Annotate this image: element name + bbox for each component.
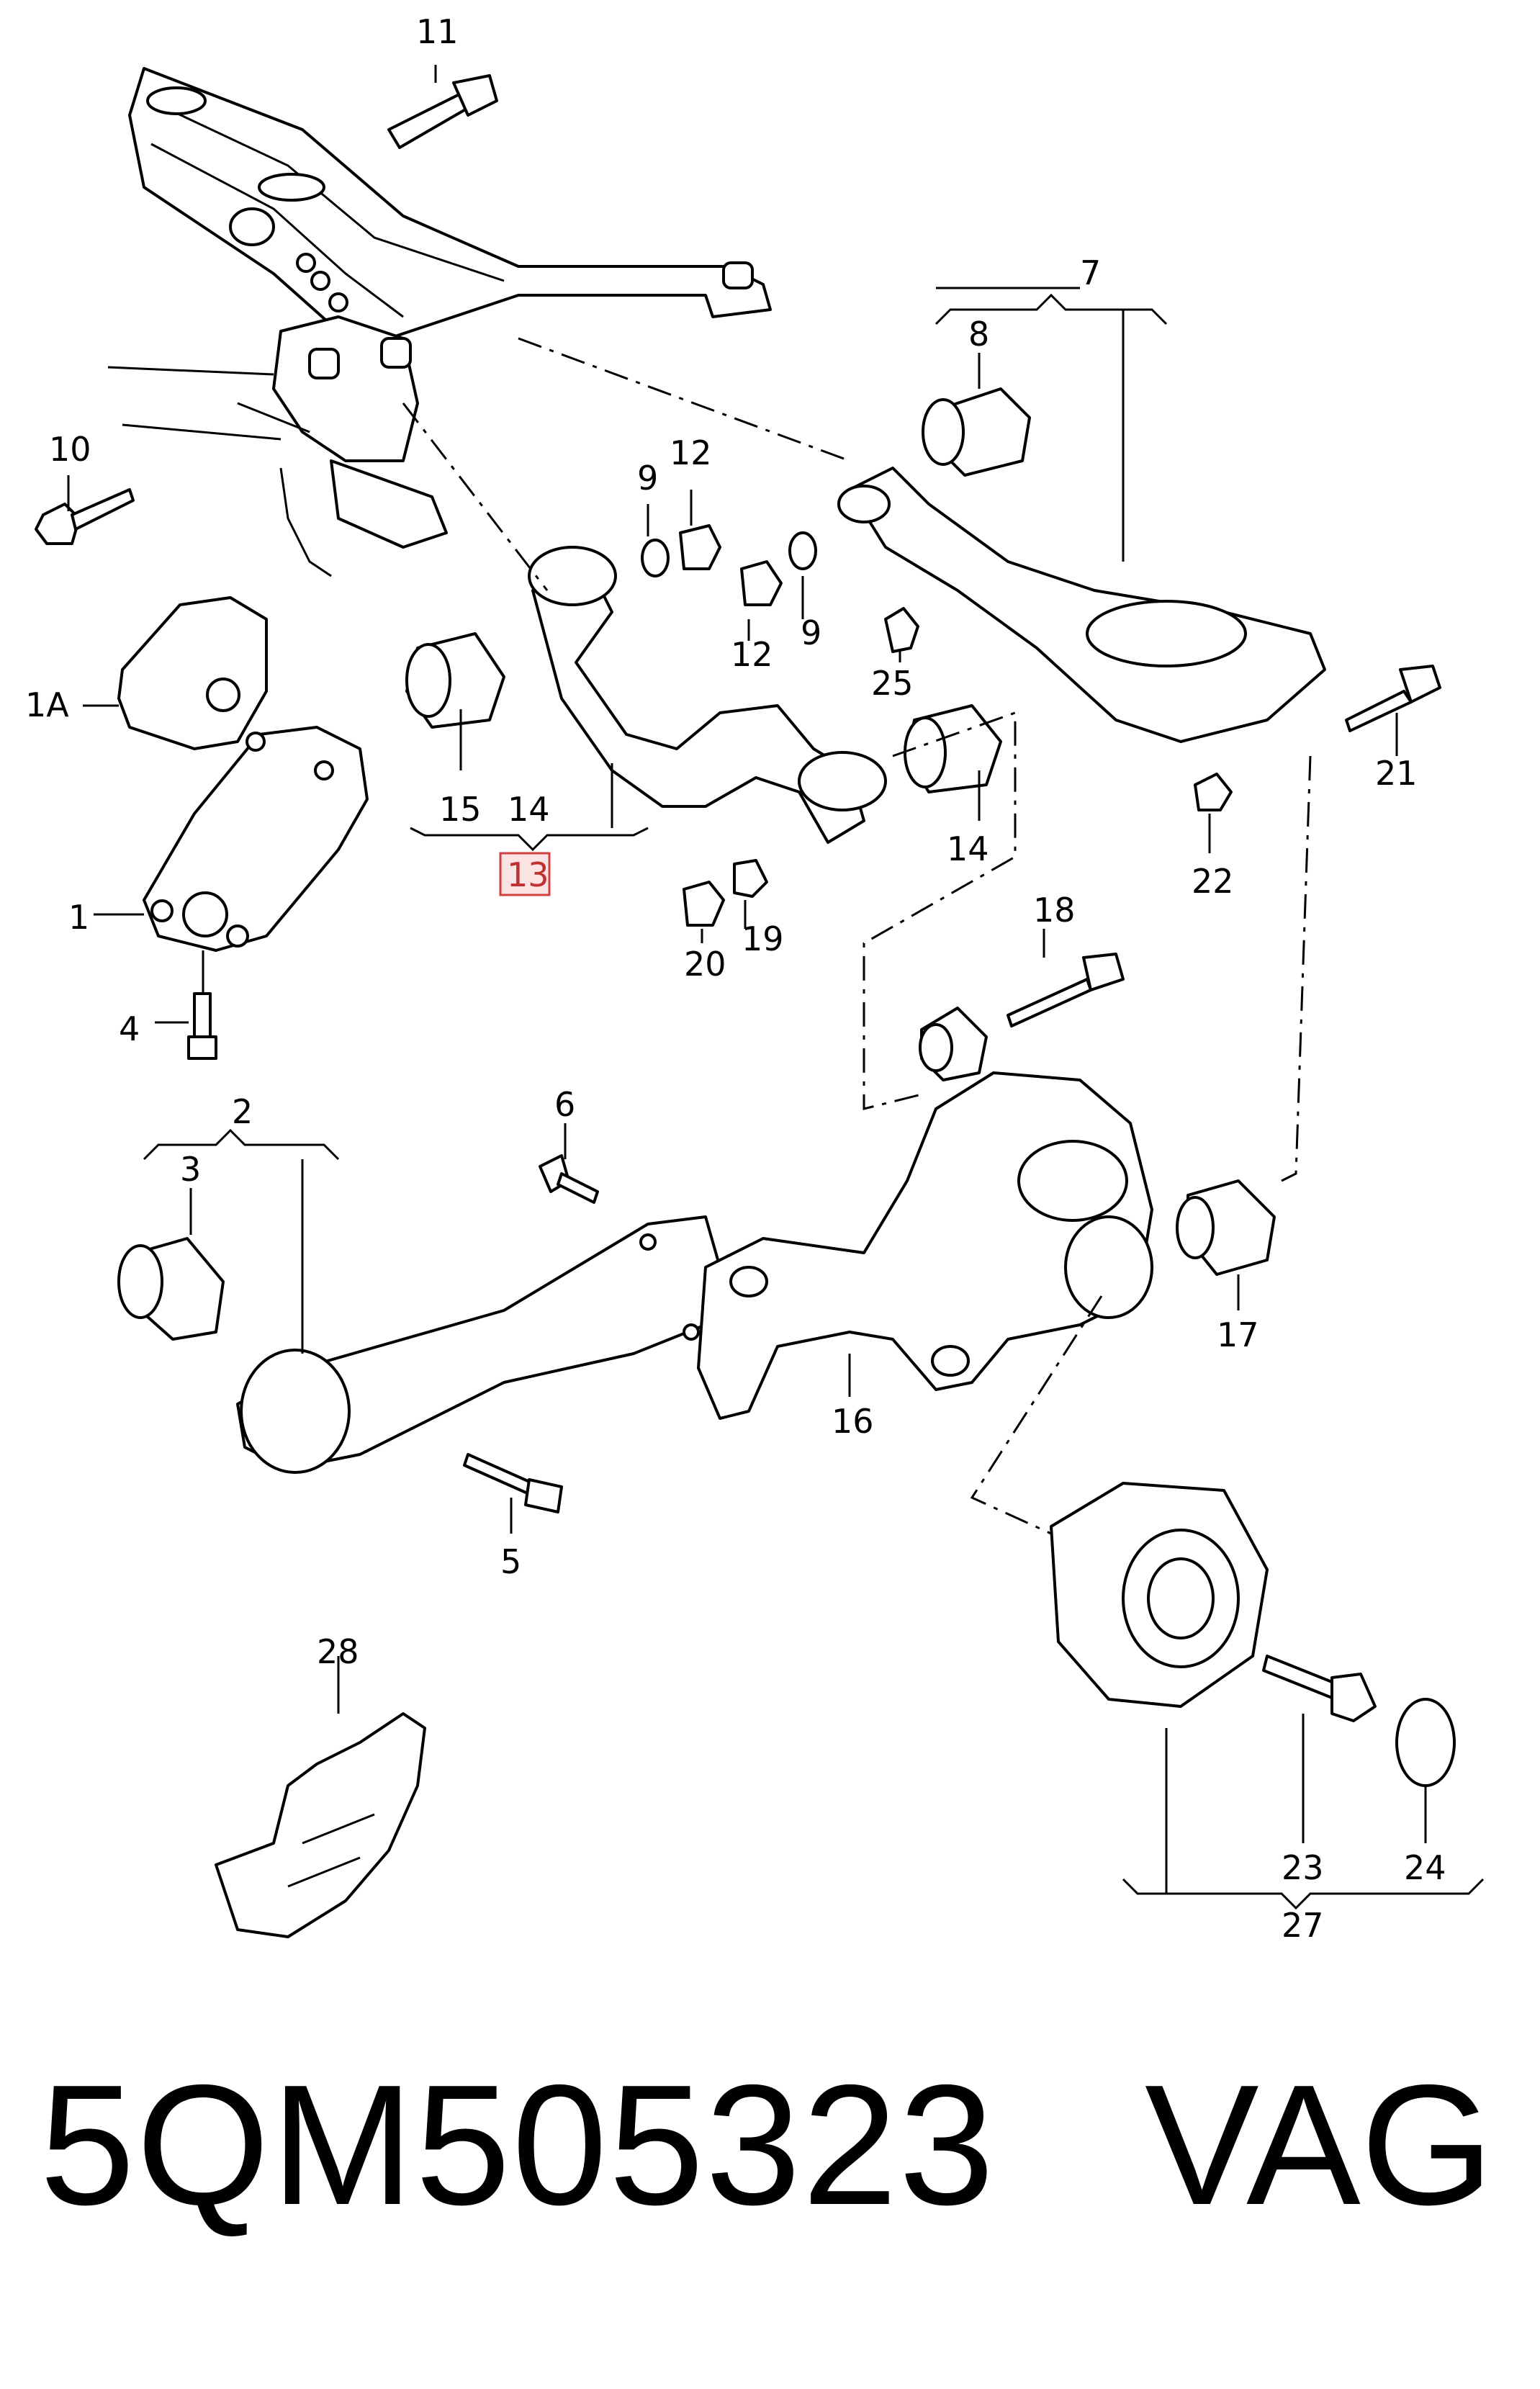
bushing-17	[1176, 1179, 1276, 1276]
part-label-7: 7	[1080, 253, 1101, 292]
part-label-28: 28	[317, 1632, 359, 1671]
clip-28	[215, 1656, 426, 1938]
bolt-21-nut-22	[1194, 665, 1441, 811]
part-label-15: 15	[439, 790, 482, 829]
part-label-18: 18	[1033, 891, 1076, 930]
highlight-box-13	[499, 852, 551, 896]
part-label-5: 5	[500, 1542, 521, 1581]
part-label-6: 6	[554, 1085, 575, 1124]
caption-brand: VAG	[1145, 2050, 1494, 2241]
part-label-24: 24	[1404, 1848, 1446, 1887]
part-label-21: 21	[1375, 754, 1418, 793]
part-labels: 11 10 1A 1 4 9 12 12 9 7 8 25 21 22 15 1…	[25, 12, 1446, 1945]
part-label-22: 22	[1192, 862, 1234, 901]
part-label-8: 8	[968, 315, 989, 354]
part-label-14a: 14	[508, 790, 550, 829]
part-label-13: 13	[507, 855, 549, 894]
part-label-1a: 1A	[25, 685, 69, 724]
bolt-4	[155, 950, 217, 1060]
part-label-25: 25	[871, 664, 914, 703]
part-label-4: 4	[119, 1009, 140, 1048]
part-label-12b: 12	[731, 635, 773, 674]
bolt-10	[35, 475, 135, 545]
bolt-11	[387, 65, 498, 149]
bolt-5	[463, 1453, 563, 1513]
assembly-lines	[402, 337, 1312, 1535]
part-label-20: 20	[684, 945, 726, 984]
part-label-16: 16	[832, 1402, 874, 1441]
bolt-23-cap-24	[1262, 1655, 1456, 1787]
part-label-23: 23	[1282, 1848, 1324, 1887]
part-label-27: 27	[1282, 1906, 1324, 1945]
bolt-18	[1007, 953, 1125, 1027]
part-label-9b: 9	[801, 613, 821, 652]
bushing-15	[405, 632, 505, 729]
part-label-1: 1	[68, 898, 89, 937]
part-label-14b: 14	[947, 829, 989, 868]
part-label-9a: 9	[637, 459, 658, 498]
bushing-3	[117, 1237, 225, 1341]
bushing-14	[904, 704, 1002, 793]
part-label-12a: 12	[670, 433, 712, 472]
nuts-19-20	[683, 859, 768, 927]
part-label-19: 19	[742, 919, 784, 958]
control-arm-13	[528, 546, 887, 844]
part-label-11: 11	[416, 12, 459, 51]
mount-bracket-1	[94, 726, 369, 952]
wheel-hub-27	[1050, 1482, 1269, 1708]
caption-part-number: 5QM505323	[40, 2050, 996, 2241]
bracket-7-8	[837, 287, 1326, 743]
wheel-carrier-16	[697, 1007, 1153, 1420]
mount-cover-1A	[83, 596, 268, 750]
group-brackets	[143, 293, 1485, 1910]
part-label-2: 2	[232, 1092, 253, 1131]
part-label-17: 17	[1217, 1315, 1259, 1354]
rear-subframe	[107, 67, 772, 577]
bolt-6	[539, 1154, 599, 1204]
part-label-10: 10	[49, 430, 91, 469]
washers-nuts-9-12	[641, 524, 919, 653]
part-label-3: 3	[180, 1150, 201, 1189]
trailing-arm-2	[236, 1215, 721, 1474]
suspension-exploded-diagram: 13 11 10 1A 1 4 9 12 12 9 7 8 25 21 22 1…	[25, 12, 1485, 1945]
